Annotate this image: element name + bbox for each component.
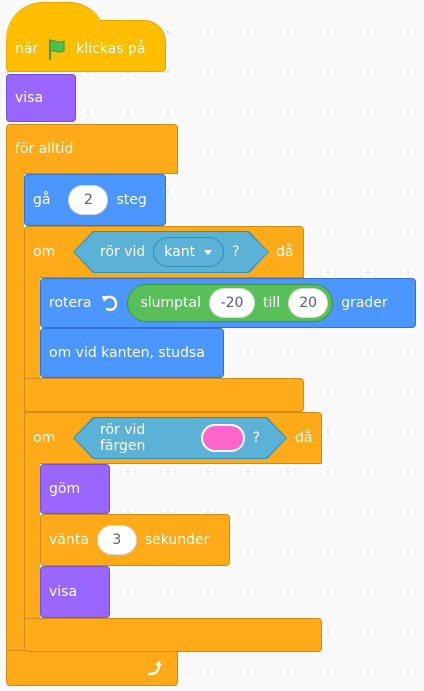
wait-suffix-label: sekunder (144, 532, 210, 548)
loop-arrow-icon (147, 661, 162, 676)
hide-block[interactable]: göm (40, 464, 110, 514)
touching-question: ? (232, 244, 240, 260)
color-picker-swatch[interactable] (201, 424, 244, 452)
hide-label: göm (49, 481, 81, 497)
bounce-on-edge-block[interactable]: om vid kanten, studsa (40, 328, 224, 378)
if1-suffix-label: då (276, 244, 294, 260)
move-suffix-label: steg (116, 192, 147, 208)
turn-label: rotera (49, 295, 92, 311)
touching-label: rör vid (100, 244, 146, 260)
green-flag-icon (49, 38, 65, 60)
steps-input[interactable]: 2 (68, 185, 109, 215)
if1-bottom (24, 378, 304, 412)
touching-color-question: ? (252, 430, 260, 446)
forever-bottom (6, 650, 178, 686)
hat-suffix-label: klickas på (76, 41, 146, 57)
hat-bump (6, 2, 106, 39)
move-steps-block[interactable]: gå 2 steg (24, 174, 166, 226)
touching-object-dropdown[interactable]: kant (153, 237, 224, 267)
show-block-2[interactable]: visa (40, 566, 110, 618)
touching-edge-condition[interactable]: rör vid kant ? (74, 232, 268, 272)
if2-prefix-label: om (33, 430, 56, 446)
turn-suffix-label: grader (341, 295, 388, 311)
forever-label: för alltid (15, 141, 74, 157)
if1-prefix-label: om (33, 244, 56, 260)
wait-seconds-input[interactable]: 3 (96, 525, 137, 555)
move-prefix-label: gå (33, 192, 51, 208)
show-label-2: visa (49, 584, 78, 600)
random-to-label: till (263, 295, 281, 311)
dropdown-value: kant (164, 244, 196, 260)
if2-suffix-label: då (295, 430, 313, 446)
touching-color-label: rör vid färgen (100, 422, 146, 454)
show-block[interactable]: visa (6, 74, 76, 122)
wait-prefix-label: vänta (49, 532, 89, 548)
if2-arm (24, 462, 40, 622)
bounce-label: om vid kanten, studsa (49, 345, 205, 361)
random-label: slumptal (140, 295, 201, 311)
turn-left-block[interactable]: rotera slumptal -20 till 20 grader (40, 278, 416, 328)
hat-prefix-label: när (15, 41, 39, 57)
random-number-reporter[interactable]: slumptal -20 till 20 (127, 284, 334, 322)
chevron-down-icon (203, 249, 213, 256)
rotate-left-icon (102, 295, 118, 311)
forever-block[interactable]: för alltid (6, 124, 178, 174)
show-label: visa (15, 90, 44, 106)
wait-seconds-block[interactable]: vänta 3 sekunder (40, 514, 230, 566)
touching-color-condition[interactable]: rör vid färgen ? (74, 418, 286, 458)
forever-arm (6, 170, 24, 654)
if2-bottom (24, 618, 322, 652)
random-to-input[interactable]: 20 (288, 288, 329, 318)
random-from-input[interactable]: -20 (209, 288, 255, 318)
